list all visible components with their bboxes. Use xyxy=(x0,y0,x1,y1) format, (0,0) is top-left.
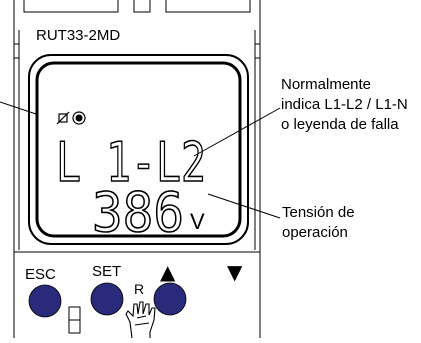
status-indicators xyxy=(56,111,86,125)
lcd-voltage-unit: V xyxy=(190,209,205,234)
esc-label: ESC xyxy=(25,266,56,283)
indicator-dot-icon xyxy=(72,111,86,125)
esc-button[interactable] xyxy=(28,284,62,318)
reset-label: R xyxy=(134,281,144,297)
down-arrow-icon: ▼ xyxy=(227,260,243,284)
phase-callout-text: Normalmente indica L1-L2 / L1-N o leyend… xyxy=(281,75,408,135)
set-label: SET xyxy=(92,263,121,280)
up-button[interactable] xyxy=(153,282,187,316)
relay-output-icon xyxy=(56,111,70,125)
phase-callout-line-1: Normalmente xyxy=(281,76,372,93)
voltage-callout-line-1: Tensión de xyxy=(282,204,355,221)
up-arrow-icon: ▲ xyxy=(160,260,176,284)
device-casing xyxy=(13,0,261,338)
lcd-line-voltage: 386 xyxy=(92,181,184,244)
model-label: RUT33-2MD xyxy=(36,27,120,44)
phase-callout-line-2: indica L1-L2 / L1-N xyxy=(281,96,408,113)
display-bezel xyxy=(28,54,249,245)
lcd-line-phase: L 1-L2 xyxy=(56,131,206,194)
hand-press-icon xyxy=(125,301,156,339)
callout-leaders xyxy=(0,101,281,219)
set-button[interactable] xyxy=(90,282,124,316)
voltage-callout-line-2: operación xyxy=(282,224,348,241)
voltage-callout-text: Tensión de operación xyxy=(282,203,355,243)
phase-callout-line-3: o leyenda de falla xyxy=(281,116,399,133)
